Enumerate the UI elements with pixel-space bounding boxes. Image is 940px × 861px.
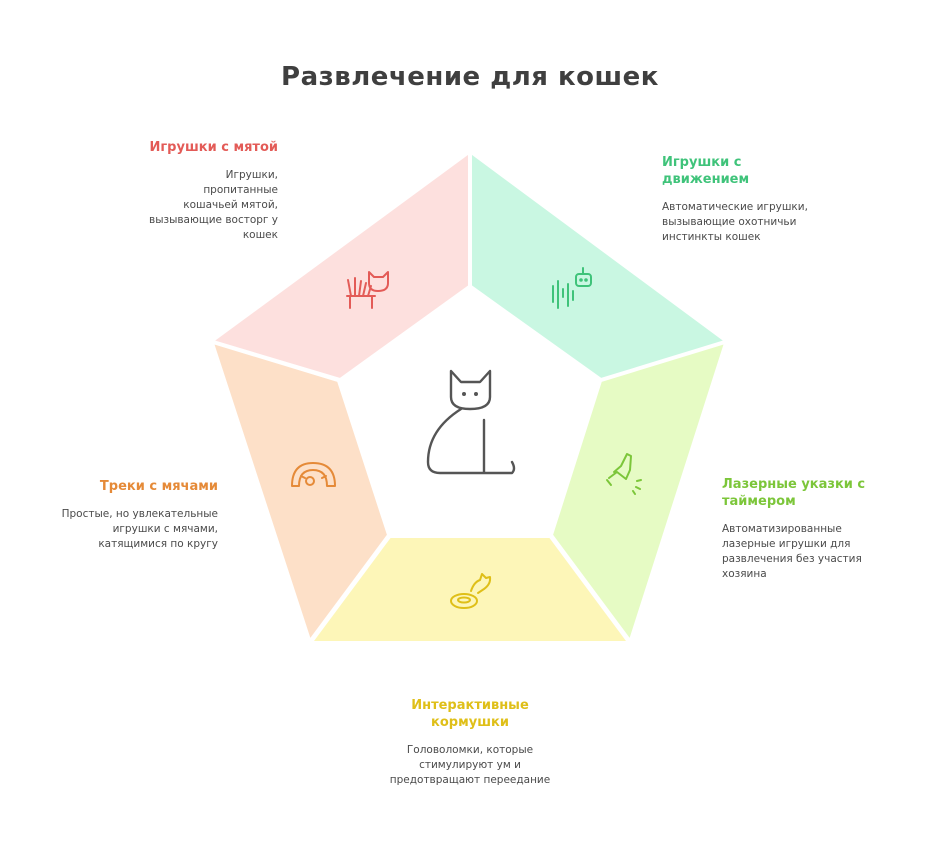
label-motion-description: Автоматические игрушки, вызывающие охотн… [662,201,808,243]
label-catnip-title: Игрушки с мятой [149,140,279,155]
laser-pointer-icon [606,453,642,495]
label-laser-description: Автоматизированные лазерные игрушки для … [722,523,862,580]
label-feeder: Интерактивные кормушки Головоломки, кото… [385,697,555,788]
segment-tracks [211,341,390,643]
segment-motion [470,151,728,381]
label-motion: Игрушки с движением Автоматические игруш… [662,154,822,245]
label-feeder-title: Интерактивные кормушки [411,698,529,730]
ball-track-icon [291,462,336,487]
segment-laser [550,341,727,643]
label-feeder-description: Головоломки, которые стимулируют ум и пр… [389,744,551,786]
feeder-icon [450,573,492,609]
segment-catnip [210,151,470,381]
page-title: Развлечение для кошек [281,62,659,92]
label-catnip-description: Игрушки, пропитанные кошачьей мятой, выз… [149,169,278,241]
label-tracks-description: Простые, но увлекательные игрушки с мяча… [61,508,218,550]
robot-sound-icon [552,267,592,309]
label-motion-title: Игрушки с движением [662,155,750,187]
catnip-toy-icon [346,271,389,309]
segment-feeder [310,536,630,643]
label-tracks: Треки с мячами Простые, но увлекательные… [60,478,218,552]
label-laser: Лазерные указки с таймером Автоматизиров… [722,476,882,582]
label-tracks-title: Треки с мячами [99,479,218,494]
cat-icon [426,369,516,475]
label-catnip: Игрушки с мятой Игрушки, пропитанные кош… [148,139,278,243]
label-laser-title: Лазерные указки с таймером [722,477,866,509]
